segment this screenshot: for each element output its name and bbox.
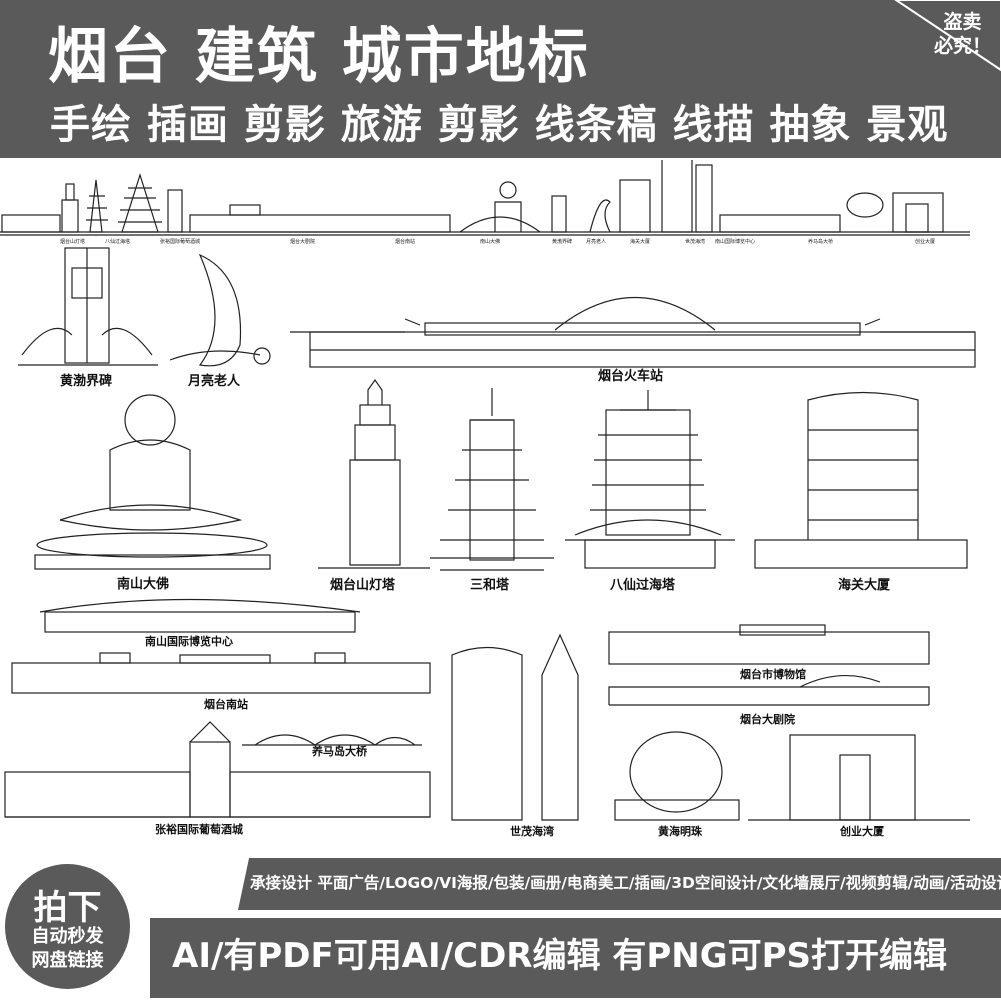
svg-text:世茂海湾: 世茂海湾	[685, 238, 705, 245]
expo-center-drawing	[39, 598, 361, 633]
svg-text:八仙过海塔: 八仙过海塔	[105, 238, 130, 245]
format-text: AI/有PDF可用AI/CDR编辑 有PNG可PS打开编辑	[172, 936, 948, 976]
buddha-drawing	[34, 394, 271, 570]
label-lighthouse: 烟台山灯塔	[330, 577, 396, 593]
label-pearl: 黄海明珠	[658, 824, 703, 838]
svg-text:烟台山灯塔: 烟台山灯塔	[60, 238, 85, 245]
label-expo: 南山国际博览中心	[145, 634, 233, 648]
buy-badge: 拍下 自动秒发 网盘链接	[5, 864, 130, 989]
label-moon: 月亮老人	[187, 373, 241, 389]
train-station-drawing	[290, 296, 976, 368]
moon-old-man-drawing	[169, 253, 271, 367]
header-banner: 烟台 建筑 城市地标 手绘 插画 剪影 旅游 剪影 线条稿 线描 抽象 景观	[0, 0, 1001, 158]
label-sanhe: 三和塔	[470, 577, 510, 593]
svg-text:烟台南站: 烟台南站	[395, 238, 415, 245]
svg-text:创业大厦: 创业大厦	[915, 238, 935, 245]
customs-tower-drawing	[754, 391, 968, 569]
baxian-pagoda-drawing	[565, 390, 735, 569]
svg-text:月亮老人: 月亮老人	[586, 238, 606, 245]
svg-text:黄渤界碑: 黄渤界碑	[552, 238, 572, 245]
page-title: 烟台 建筑 城市地标	[48, 22, 590, 92]
south-station-drawing	[11, 652, 431, 694]
svg-text:南山大佛: 南山大佛	[480, 238, 500, 245]
svg-text:张裕国际葡萄酒城: 张裕国际葡萄酒城	[160, 238, 200, 245]
svg-text:烟台大剧院: 烟台大剧院	[290, 238, 315, 245]
top-skyline	[0, 160, 970, 236]
landmark-illustrations: 烟台山灯塔 八仙过海塔 张裕国际葡萄酒城 烟台大剧院 烟台南站 南山大佛 黄渤界…	[0, 160, 976, 838]
svg-text:养马岛大桥: 养马岛大桥	[808, 238, 833, 245]
format-banner	[150, 918, 1001, 998]
label-customs: 海关大厦	[838, 577, 891, 593]
label-baxian: 八仙过海塔	[609, 577, 676, 593]
museum-drawing	[608, 624, 930, 665]
theater-drawing	[608, 675, 930, 706]
auto-send-text: 自动秒发 网盘链接	[31, 926, 104, 971]
shimao-tower-drawing	[451, 633, 579, 821]
label-theater: 烟台大剧院	[740, 712, 795, 726]
pearl-drawing	[614, 731, 740, 821]
label-museum: 烟台市博物馆	[740, 667, 806, 681]
buy-text: 拍下	[33, 888, 102, 928]
svg-text:南山国际博览中心: 南山国际博览中心	[715, 238, 755, 245]
label-chuangye: 创业大厦	[839, 824, 885, 838]
label-huangbo: 黄渤界碑	[60, 373, 112, 389]
skyline-caption-row: 烟台山灯塔 八仙过海塔 张裕国际葡萄酒城 烟台大剧院 烟台南站 南山大佛 黄渤界…	[60, 238, 935, 245]
label-station: 烟台火车站	[598, 368, 663, 384]
label-changyu: 张裕国际葡萄酒城	[155, 822, 243, 836]
anti-piracy-text: 盗卖 必究！	[933, 11, 991, 57]
page-subtitle: 手绘 插画 剪影 旅游 剪影 线条稿 线描 抽象 景观	[50, 102, 949, 148]
lighthouse-drawing	[318, 378, 430, 569]
chuangye-tower-drawing	[748, 734, 970, 821]
service-text: 承接设计 平面广告/LOGO/VI海报/包装/画册/电商美工/插画/3D空间设计…	[250, 874, 1001, 892]
label-south-station: 烟台南站	[204, 697, 248, 711]
label-bridge: 养马岛大桥	[311, 744, 368, 758]
changyu-wine-city-drawing	[4, 721, 431, 818]
svg-text:海关大厦: 海关大厦	[630, 238, 650, 245]
landmark-labels: 黄渤界碑 月亮老人 烟台火车站 南山大佛 烟台山灯塔 三和塔 八仙过海塔 海关大…	[60, 368, 891, 838]
bridge-drawing	[242, 734, 422, 746]
warning-corner	[876, 0, 1001, 85]
label-buddha: 南山大佛	[117, 576, 169, 592]
label-shimao: 世茂海湾	[510, 824, 554, 838]
sanhe-pagoda-drawing	[430, 388, 554, 571]
huangbo-stele-drawing	[18, 247, 158, 366]
